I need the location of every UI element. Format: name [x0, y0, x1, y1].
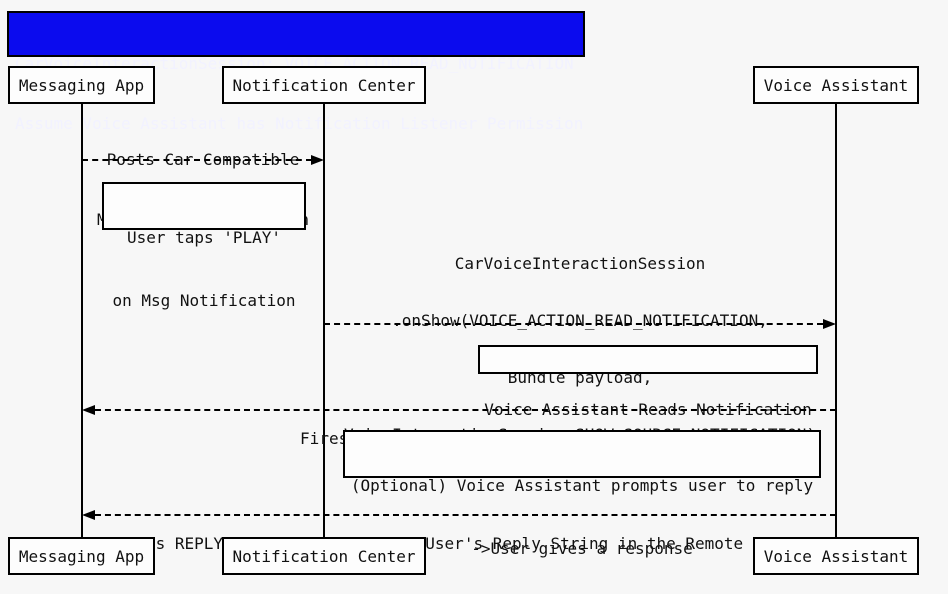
note-user-taps-line2: on Msg Notification [112, 291, 296, 310]
participant-voice-assistant-label: Voice Assistant [763, 546, 909, 566]
message-arrow-mark-as-read [95, 409, 836, 411]
arrowhead-right-icon [311, 155, 324, 165]
arrowhead-left-icon [82, 405, 95, 415]
participant-messaging-app-bottom: Messaging App [8, 537, 155, 575]
lifeline-messaging-app [81, 104, 83, 537]
note-user-taps-play: User taps 'PLAY' on Msg Notification [102, 182, 306, 310]
participant-messaging-app-label: Messaging App [18, 546, 145, 566]
note-optional-line2: ->User gives a response [471, 539, 693, 558]
message-onshow-line2: .onShow(VOICE_ACTION_READ_NOTIFICATION, [392, 311, 768, 330]
note-optional-line1: (Optional) Voice Assistant prompts user … [350, 476, 814, 495]
participant-notification-center-label: Notification Center [232, 75, 416, 95]
note-user-taps-line1: User taps 'PLAY' [126, 228, 282, 247]
participant-notification-center-label: Notification Center [232, 546, 416, 566]
participant-messaging-app-label: Messaging App [18, 75, 145, 95]
participant-notification-center-top: Notification Center [222, 66, 426, 104]
note-optional-prompt: (Optional) Voice Assistant prompts user … [343, 430, 821, 558]
participant-voice-assistant-label: Voice Assistant [763, 75, 909, 95]
message-arrow-onshow [324, 323, 823, 325]
diagram-title-line2: Assume Voice Assistant has Notification … [15, 114, 584, 133]
note-reads-notification: Voice Assistant Reads Notification [478, 345, 818, 419]
participant-voice-assistant-bottom: Voice Assistant [753, 537, 919, 575]
message-reply-text: Fires REPLY Pending Intent with User's R… [117, 534, 801, 553]
message-arrow-reply [95, 514, 836, 516]
participant-voice-assistant-top: Voice Assistant [753, 66, 919, 104]
arrowhead-right-icon [823, 319, 836, 329]
lifeline-notification-center [323, 104, 325, 537]
message-onshow-line1: CarVoiceInteractionSession [454, 254, 706, 273]
diagram-title-banner: CarVoiceInteractionSession: VOICE_ACTION… [7, 11, 585, 133]
participant-messaging-app-top: Messaging App [8, 66, 155, 104]
arrowhead-left-icon [82, 510, 95, 520]
message-arrow-post-notification [82, 159, 312, 161]
message-label-reply: Fires REPLY Pending Intent with User's R… [82, 494, 836, 594]
participant-notification-center-bottom: Notification Center [222, 537, 426, 575]
lifeline-voice-assistant [835, 104, 837, 537]
